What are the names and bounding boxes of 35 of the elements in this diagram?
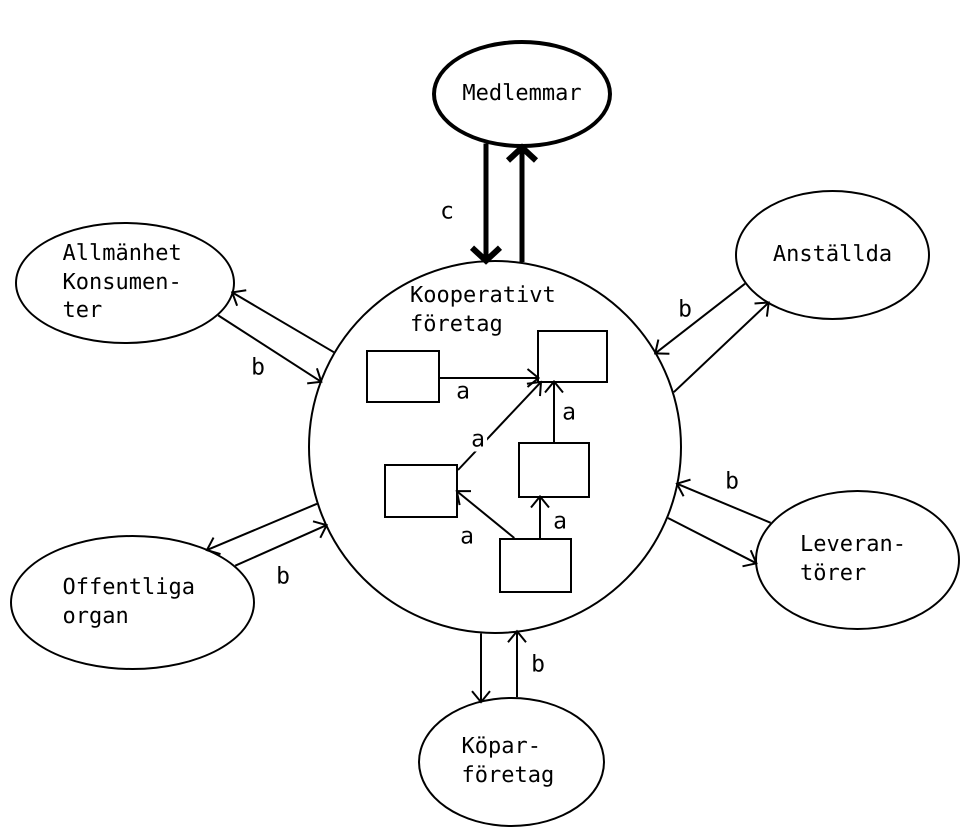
process-box bbox=[518, 442, 590, 498]
arrow bbox=[676, 478, 772, 524]
arrow bbox=[234, 520, 328, 567]
stakeholder-ellipse bbox=[15, 222, 235, 344]
stakeholder-ellipse bbox=[10, 535, 255, 670]
arrow bbox=[673, 302, 770, 393]
arrow bbox=[469, 144, 503, 264]
node-label: Kooperativt företag bbox=[410, 282, 557, 339]
arrow bbox=[507, 630, 527, 698]
stakeholder-ellipse bbox=[418, 697, 605, 827]
stakeholder-ellipse bbox=[755, 490, 960, 630]
arrow bbox=[231, 289, 334, 354]
stakeholder-ellipse bbox=[735, 190, 930, 320]
node-label: Offentliga organ bbox=[62, 574, 196, 630]
arrow bbox=[505, 144, 539, 262]
arrow bbox=[206, 502, 318, 556]
arrow bbox=[668, 517, 758, 568]
process-box bbox=[366, 350, 440, 403]
process-box bbox=[384, 464, 458, 518]
node-label: Medlemmar bbox=[462, 80, 582, 108]
arrow bbox=[218, 314, 322, 384]
arrow bbox=[471, 634, 491, 704]
arrow bbox=[654, 282, 746, 355]
arrow bbox=[440, 368, 540, 388]
arrow bbox=[544, 380, 564, 442]
node-label: Allmänhet Konsumen- ter bbox=[62, 240, 183, 326]
node-label: Köpar- företag bbox=[462, 733, 556, 790]
process-box bbox=[499, 538, 572, 593]
node-label: Anställda bbox=[772, 240, 892, 269]
arrow bbox=[457, 380, 542, 471]
process-box bbox=[537, 330, 608, 383]
node-label: Leveran- törer bbox=[800, 531, 907, 588]
stakeholder-ellipse bbox=[432, 40, 612, 148]
arrow bbox=[456, 490, 515, 539]
arrow bbox=[530, 496, 550, 538]
